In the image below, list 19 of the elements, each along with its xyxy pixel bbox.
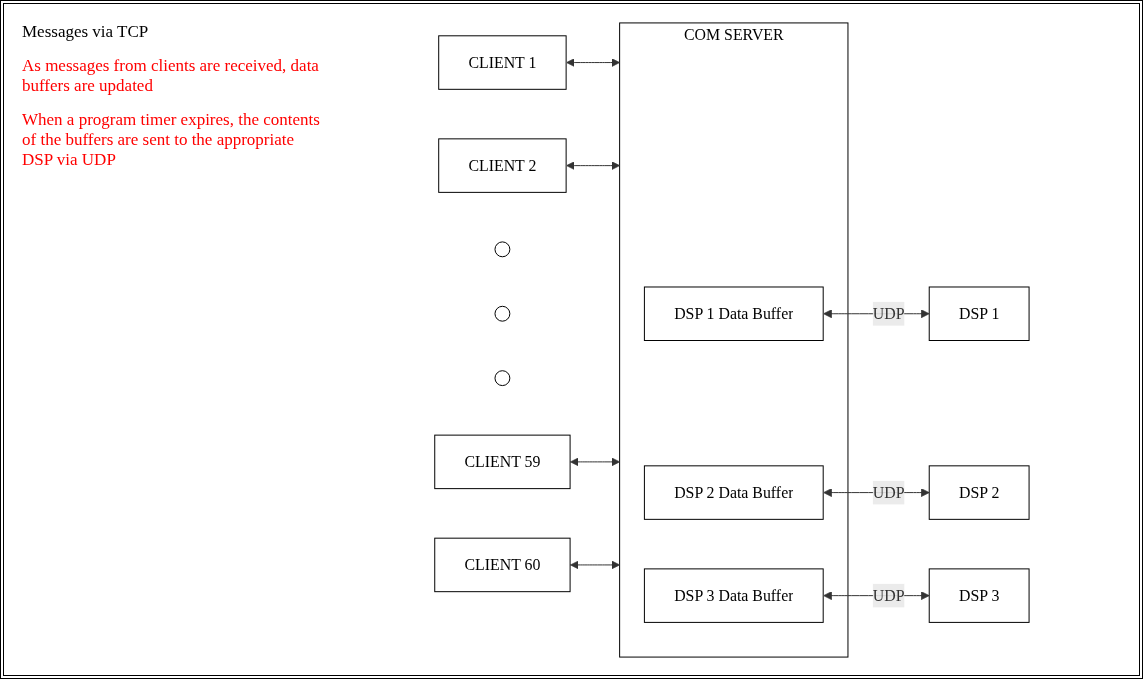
edge-label: UDP xyxy=(872,586,905,604)
node-circle xyxy=(494,305,510,322)
node-box: DSP 3 Data Buffer xyxy=(643,567,824,623)
node-box: CLIENT 2 xyxy=(437,137,567,193)
node-box: CLIENT 1 xyxy=(437,34,567,90)
node-box: DSP 2 xyxy=(928,464,1030,520)
connection-note: Messages via TCP xyxy=(22,22,150,42)
annotation-note: As messages from clients are received, data buffers are updated xyxy=(22,56,320,96)
node-circle xyxy=(494,240,510,257)
edge-label: UDP xyxy=(872,483,905,501)
edge-label: UDP xyxy=(872,304,905,322)
node-box: DSP 1 Data Buffer xyxy=(643,286,824,341)
node-box: DSP 2 Data Buffer xyxy=(643,464,824,520)
node-box: CLIENT 60 xyxy=(433,537,571,592)
node-circle xyxy=(494,369,510,386)
node-box: DSP 1 xyxy=(928,286,1030,341)
node-box: DSP 3 xyxy=(928,567,1030,623)
annotation-note: When a program timer expires, the contents of the buffers are sent to the appropriate DSP via UDP xyxy=(22,110,321,170)
node-box: CLIENT 59 xyxy=(433,434,571,489)
